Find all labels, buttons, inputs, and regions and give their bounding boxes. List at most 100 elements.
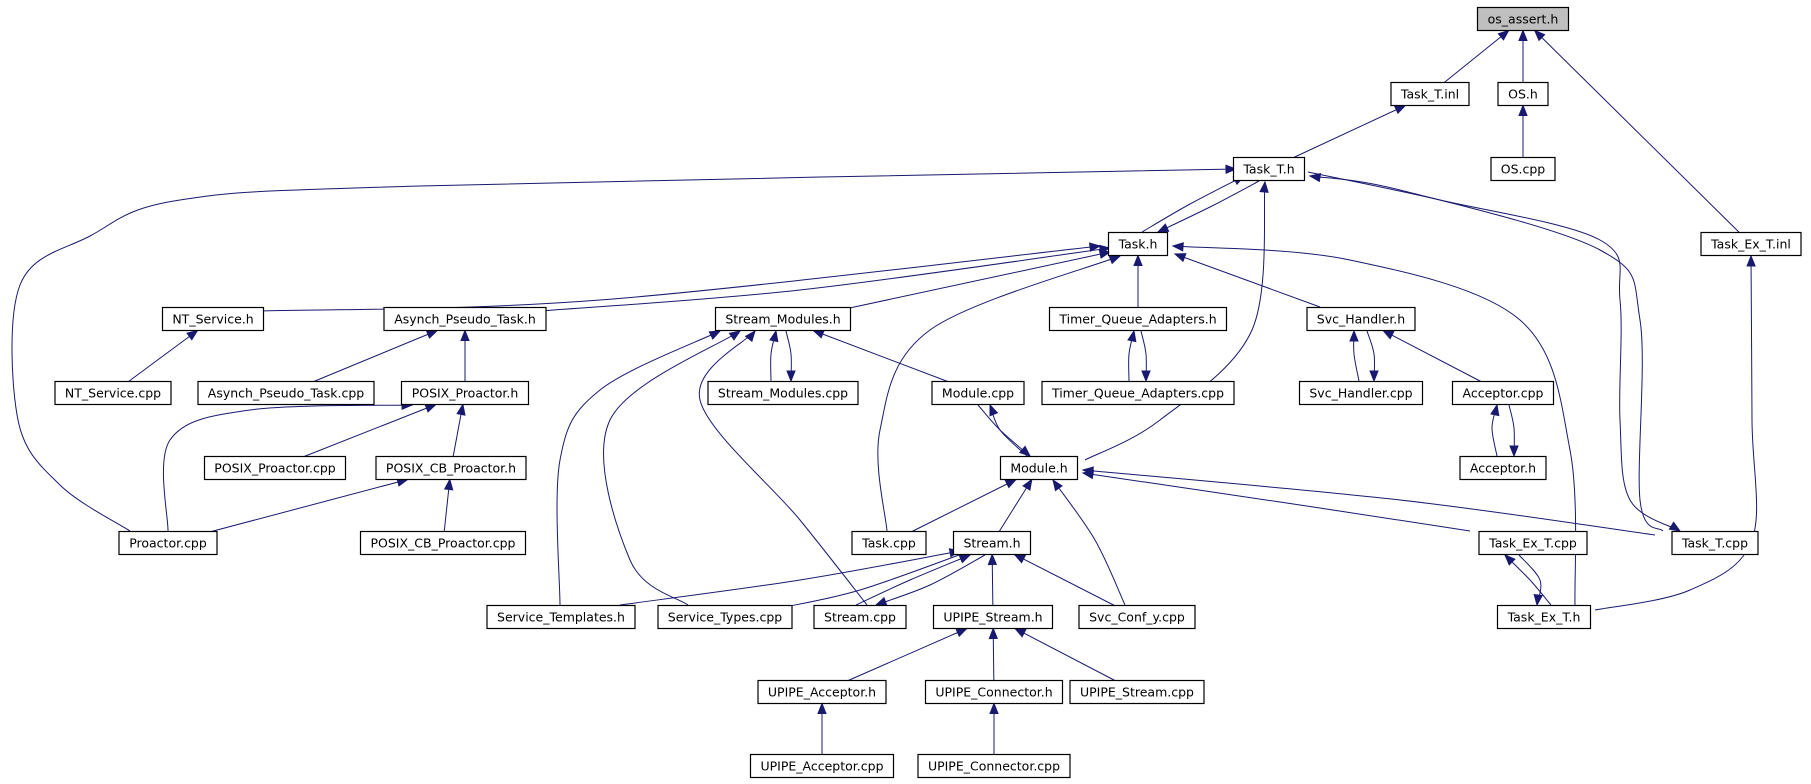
node-posix-cb-proactor-h[interactable]: POSIX_CB_Proactor.h <box>375 455 527 481</box>
node-box[interactable] <box>657 604 793 630</box>
node-nt-service-cpp[interactable]: NT_Service.cpp <box>54 380 172 406</box>
node-box[interactable] <box>1476 6 1570 32</box>
node-stream-cpp[interactable]: Stream.cpp <box>813 604 907 630</box>
node-box[interactable] <box>1306 306 1416 332</box>
node-posix-proactor-cpp[interactable]: POSIX_Proactor.cpp <box>203 455 347 481</box>
node-svc-handler-h[interactable]: Svc_Handler.h <box>1306 306 1416 332</box>
node-module-h[interactable]: Module.h <box>999 455 1079 481</box>
node-box[interactable] <box>118 530 218 556</box>
node-box[interactable] <box>952 530 1032 556</box>
node-os-assert-h[interactable]: os_assert.h <box>1476 6 1570 32</box>
node-module-cpp[interactable]: Module.cpp <box>931 380 1025 406</box>
node-box[interactable] <box>486 604 636 630</box>
node-acceptor-h[interactable]: Acceptor.h <box>1459 455 1547 481</box>
node-box[interactable] <box>749 753 895 779</box>
node-box[interactable] <box>203 455 347 481</box>
node-posix-cb-proactor-cpp[interactable]: POSIX_CB_Proactor.cpp <box>359 530 527 556</box>
node-stream-modules-h[interactable]: Stream_Modules.h <box>714 306 852 332</box>
node-box[interactable] <box>917 753 1071 779</box>
node-box[interactable] <box>1490 156 1556 182</box>
node-proactor-cpp[interactable]: Proactor.cpp <box>118 530 218 556</box>
node-task-t-h[interactable]: Task_T.h <box>1232 156 1306 182</box>
node-upipe-stream-h[interactable]: UPIPE_Stream.h <box>932 604 1054 630</box>
node-os-cpp[interactable]: OS.cpp <box>1490 156 1556 182</box>
node-task-t-inl[interactable]: Task_T.inl <box>1390 81 1470 107</box>
node-posix-proactor-h[interactable]: POSIX_Proactor.h <box>400 380 530 406</box>
node-box[interactable] <box>932 604 1054 630</box>
edge-Task_Ex_T_cpp-to-Module_h <box>1081 469 1471 532</box>
edge-line <box>1172 245 1577 606</box>
node-box[interactable] <box>359 530 527 556</box>
node-upipe-connector-h[interactable]: UPIPE_Connector.h <box>924 679 1064 705</box>
node-box[interactable] <box>707 380 859 406</box>
node-box[interactable] <box>1107 231 1169 257</box>
node-box[interactable] <box>161 306 265 332</box>
node-task-h[interactable]: Task.h <box>1107 231 1169 257</box>
arrowhead-icon <box>989 702 999 714</box>
edge-OS_cpp-to-OS_h <box>1518 104 1528 158</box>
node-service-templates-h[interactable]: Service_Templates.h <box>486 604 636 630</box>
node-box[interactable] <box>1478 530 1588 556</box>
arrowhead-icon <box>1171 242 1184 252</box>
node-box[interactable] <box>1671 530 1759 556</box>
node-acceptor-cpp[interactable]: Acceptor.cpp <box>1451 380 1555 406</box>
node-asynch-pseudo-task-h[interactable]: Asynch_Pseudo_Task.h <box>383 306 547 332</box>
node-box[interactable] <box>1298 380 1424 406</box>
edge-line <box>313 330 438 382</box>
arrowhead-icon <box>1393 104 1407 115</box>
node-box[interactable] <box>1048 306 1228 332</box>
node-box[interactable] <box>924 679 1064 705</box>
edge-line <box>259 245 1101 312</box>
node-timer-queue-adapters-cpp[interactable]: Timer_Queue_Adapters.cpp <box>1041 380 1235 406</box>
node-stream-modules-cpp[interactable]: Stream_Modules.cpp <box>707 380 859 406</box>
node-label: Asynch_Pseudo_Task.cpp <box>208 386 364 401</box>
node-task-ex-t-h[interactable]: Task_Ex_T.h <box>1496 604 1592 630</box>
node-box[interactable] <box>383 306 547 332</box>
node-box[interactable] <box>54 380 172 406</box>
node-box[interactable] <box>1069 679 1205 705</box>
node-box[interactable] <box>375 455 527 481</box>
node-box[interactable] <box>1451 380 1555 406</box>
edge-POSIX_CB_Proactor_h-to-POSIX_Proactor_h <box>452 403 466 457</box>
node-box[interactable] <box>757 679 887 705</box>
arrowhead-icon <box>1127 329 1137 343</box>
edge-Task_T_h-to-Task_h <box>1156 180 1260 233</box>
node-box[interactable] <box>813 604 907 630</box>
node-task-ex-t-inl[interactable]: Task_Ex_T.inl <box>1700 231 1802 257</box>
node-box[interactable] <box>400 380 530 406</box>
node-upipe-acceptor-cpp[interactable]: UPIPE_Acceptor.cpp <box>749 753 895 779</box>
node-box[interactable] <box>197 380 375 406</box>
edge-line <box>162 404 413 532</box>
node-svc-conf-y-cpp[interactable]: Svc_Conf_y.cpp <box>1078 604 1196 630</box>
node-asynch-pseudo-task-cpp[interactable]: Asynch_Pseudo_Task.cpp <box>197 380 375 406</box>
node-box[interactable] <box>851 530 927 556</box>
node-svc-handler-cpp[interactable]: Svc_Handler.cpp <box>1298 380 1424 406</box>
node-box[interactable] <box>999 455 1079 481</box>
node-service-types-cpp[interactable]: Service_Types.cpp <box>657 604 793 630</box>
node-box[interactable] <box>1497 81 1549 107</box>
node-upipe-stream-cpp[interactable]: UPIPE_Stream.cpp <box>1069 679 1205 705</box>
node-box[interactable] <box>931 380 1025 406</box>
node-box[interactable] <box>1390 81 1470 107</box>
edge-Svc_Conf_y_cpp-to-Module_h <box>1052 478 1126 606</box>
node-stream-h[interactable]: Stream.h <box>952 530 1032 556</box>
node-upipe-acceptor-h[interactable]: UPIPE_Acceptor.h <box>757 679 887 705</box>
node-box[interactable] <box>1078 604 1196 630</box>
node-task-ex-t-cpp[interactable]: Task_Ex_T.cpp <box>1478 530 1588 556</box>
node-box[interactable] <box>1041 380 1235 406</box>
node-timer-queue-adapters-h[interactable]: Timer_Queue_Adapters.h <box>1048 306 1228 332</box>
node-upipe-connector-cpp[interactable]: UPIPE_Connector.cpp <box>917 753 1071 779</box>
node-box[interactable] <box>1496 604 1592 630</box>
edge-line <box>128 330 198 382</box>
node-task-t-cpp[interactable]: Task_T.cpp <box>1671 530 1759 556</box>
node-label: Task_T.cpp <box>1681 536 1748 551</box>
node-box[interactable] <box>714 306 852 332</box>
node-task-cpp[interactable]: Task.cpp <box>851 530 927 556</box>
arrowhead-icon <box>1225 164 1238 174</box>
node-box[interactable] <box>1700 231 1802 257</box>
node-os-h[interactable]: OS.h <box>1497 81 1549 107</box>
arrowhead-icon <box>1156 223 1170 233</box>
node-box[interactable] <box>1232 156 1306 182</box>
node-nt-service-h[interactable]: NT_Service.h <box>161 306 265 332</box>
node-box[interactable] <box>1459 455 1547 481</box>
